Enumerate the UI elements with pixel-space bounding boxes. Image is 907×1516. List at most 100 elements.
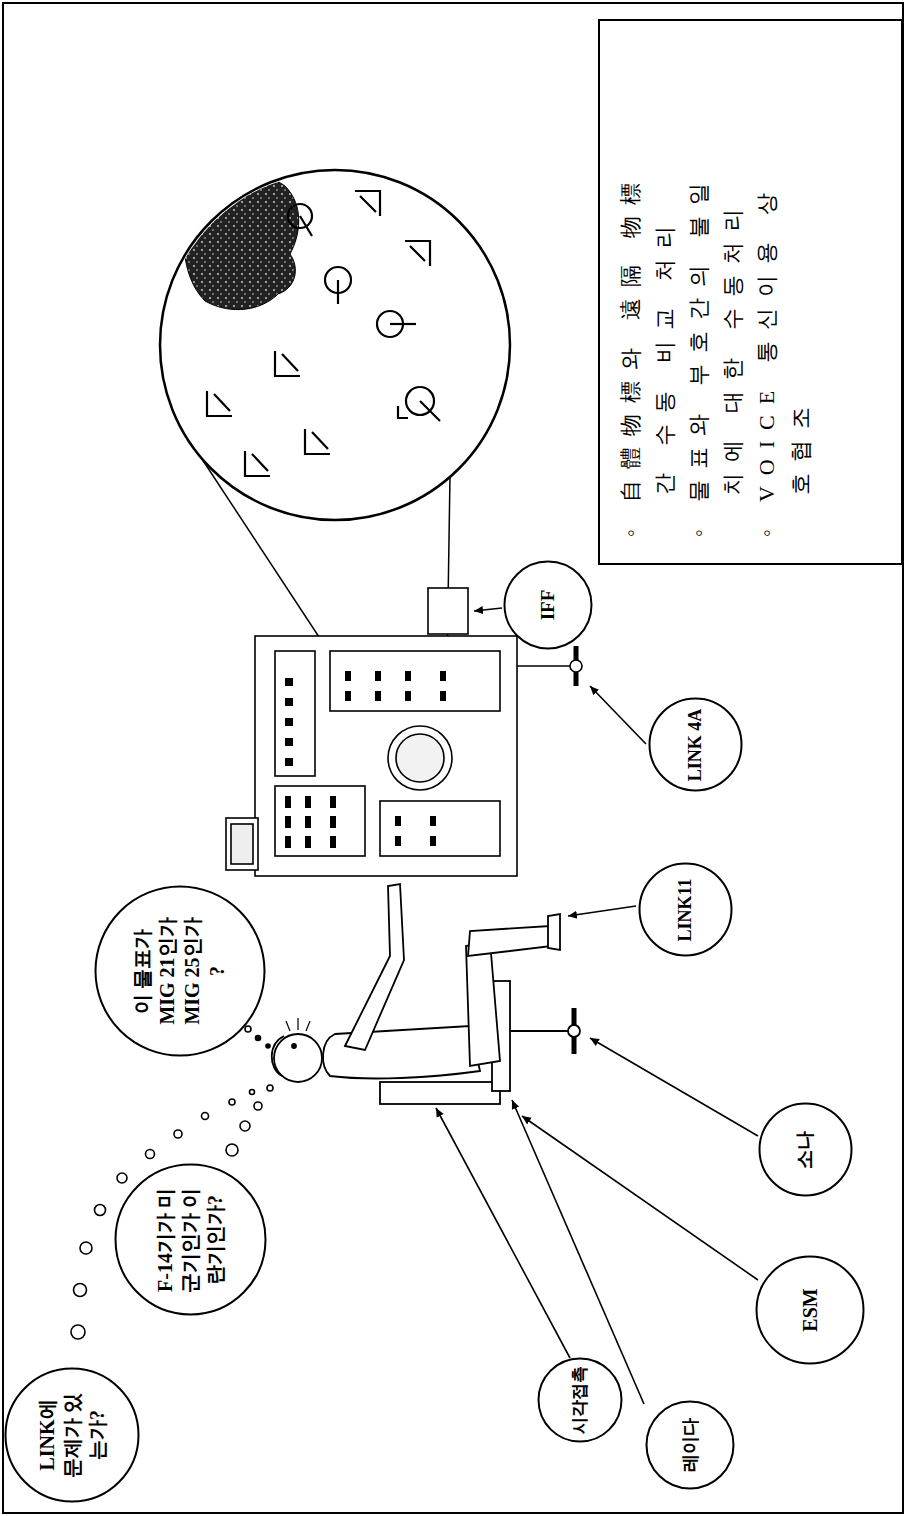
- bubble-text: LINK에 문제가 있 는가?: [35, 1387, 110, 1483]
- operator: [286, 1021, 290, 1031]
- thought-trail: [240, 1121, 250, 1131]
- circle-outline: [96, 887, 265, 1056]
- bubble-text: 소나: [793, 1131, 817, 1169]
- magnified-scope: [337, 280, 339, 304]
- console: [517, 665, 572, 667]
- magnified-scope: [207, 191, 440, 476]
- circle-outline: [115, 1165, 265, 1315]
- thought-bubble: F-14기가 미군기인가 이란기인가?: [114, 1164, 267, 1317]
- bubble-text: F-14기가 미군기인가 이란기인가?: [153, 1182, 228, 1298]
- operator: [345, 884, 404, 1050]
- sensor-callout: 레이다: [645, 1400, 735, 1490]
- console: [305, 836, 311, 848]
- thought-bubble: LINK에 문제가 있 는가?: [4, 1367, 140, 1503]
- operator: [272, 1036, 284, 1076]
- console: [285, 678, 293, 686]
- thought-trail: [226, 1144, 238, 1156]
- thought-trail: [74, 1284, 87, 1297]
- console: [226, 818, 258, 870]
- console: [255, 636, 517, 876]
- thought-trail: [95, 1205, 106, 1216]
- operator: [286, 1018, 310, 1031]
- bullet-text: ◦ 自體物標와 遠隔 物標간 수동 비교 처리: [614, 165, 682, 537]
- operator: [323, 1026, 480, 1078]
- sensor-callout: 소나: [758, 1103, 853, 1198]
- thought-trail: [245, 1026, 251, 1032]
- console: [440, 671, 446, 681]
- console: [285, 718, 293, 726]
- console: [330, 796, 336, 808]
- console: [305, 796, 311, 808]
- console: [375, 671, 381, 681]
- bubble-text: 이 물표가 MIG 21인가 MIG 25인가 ?: [130, 910, 230, 1032]
- leader-arrow: [436, 608, 758, 1404]
- operator: [466, 941, 500, 1066]
- thought-trail: [256, 1036, 261, 1041]
- magnified-scope: [160, 170, 510, 520]
- circle-outline: [6, 1369, 139, 1502]
- console: [440, 691, 446, 701]
- thought-trail: [254, 1102, 262, 1110]
- sensor-callout: 시각접촉: [537, 1357, 623, 1443]
- console: [396, 734, 444, 782]
- note-box: ◦ 自體物標와 遠隔 物標간 수동 비교 처리◦ 물표와 부호간의 불일치에 대…: [598, 19, 903, 565]
- thought-trail: [229, 1099, 235, 1105]
- bubble-text: LINK 4A: [684, 709, 707, 782]
- magnified-scope: [184, 173, 299, 310]
- circle-outline: [757, 1257, 864, 1364]
- console: [388, 726, 452, 790]
- console: [428, 588, 468, 634]
- thought-trail: [146, 1150, 155, 1159]
- console: [345, 691, 351, 701]
- thought-trail: [117, 1173, 127, 1183]
- operator: [510, 1030, 570, 1032]
- magnified-scope: [300, 216, 312, 236]
- console: [275, 651, 315, 776]
- thought-trail: [80, 1242, 92, 1254]
- magnified-scope: [184, 173, 299, 310]
- console: [285, 758, 293, 766]
- console: [395, 816, 401, 826]
- console: [405, 691, 411, 701]
- console: [405, 671, 411, 681]
- magnified-scope: [160, 170, 510, 748]
- leader-arrow: [436, 1108, 570, 1358]
- console: [305, 816, 311, 828]
- sensor-callout: IFF: [503, 560, 593, 650]
- console: [330, 816, 336, 828]
- console: [285, 816, 291, 828]
- magnified-scope: [405, 241, 430, 266]
- operator: [272, 884, 580, 1104]
- bullet-text: ◦ VOICE 통신이용 상호협조: [750, 165, 818, 537]
- thought-trail: [71, 1026, 273, 1339]
- magnified-scope: [390, 323, 416, 325]
- bubble-text: IFF: [536, 590, 560, 621]
- console: [345, 671, 351, 681]
- console: [375, 691, 381, 701]
- magnified-scope: [245, 451, 270, 476]
- circle-outline: [649, 699, 741, 791]
- console: [430, 816, 436, 826]
- console: [285, 698, 293, 706]
- console: [231, 824, 253, 864]
- bubble-text: LINK11: [674, 878, 697, 941]
- leader-arrow: [474, 608, 502, 611]
- console: [285, 671, 446, 848]
- leader-arrow: [568, 906, 636, 916]
- console: [275, 786, 365, 856]
- bubble-text: 시각접촉: [569, 1366, 590, 1434]
- magnified-scope: [420, 401, 440, 421]
- thought-trail: [250, 1090, 255, 1095]
- console: [330, 651, 500, 711]
- operator: [468, 926, 552, 956]
- magnified-scope: [305, 429, 330, 454]
- bubble-text: ESM: [798, 1288, 823, 1331]
- circle-outline: [539, 1359, 622, 1442]
- circle-outline: [505, 562, 592, 649]
- leader-arrow: [590, 1038, 758, 1136]
- leader-arrow: [522, 1116, 758, 1280]
- magnified-scope: [207, 391, 232, 416]
- bullet-text: ◦ 물표와 부호간의 불일치에 대한 수동처리: [682, 165, 750, 537]
- circle-outline: [94, 885, 266, 1057]
